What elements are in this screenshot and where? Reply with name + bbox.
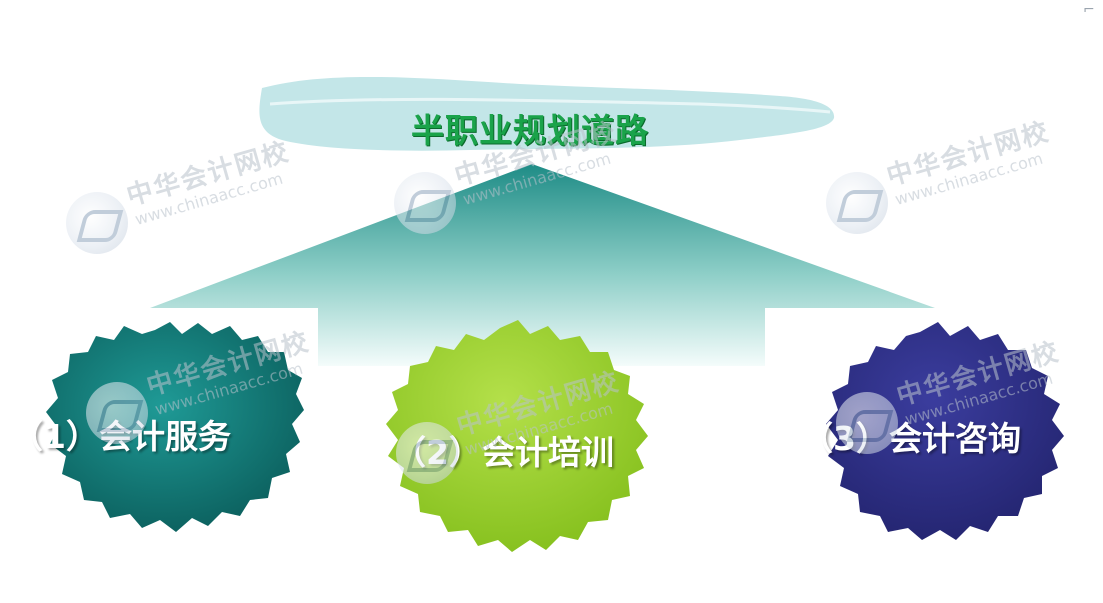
title-brush-streak xyxy=(269,97,831,114)
up-arrow-shape xyxy=(150,164,935,366)
chinaacc-logo-icon xyxy=(86,382,148,444)
watermark: 中华会计网校 www.chinaacc.com xyxy=(394,117,654,240)
watermark: 中华会计网校 www.chinaacc.com xyxy=(66,137,326,260)
watermark: 中华会计网校 www.chinaacc.com xyxy=(86,327,346,450)
blob-consulting xyxy=(826,322,1064,540)
blob-service xyxy=(46,322,304,532)
chinaacc-logo-icon xyxy=(396,422,458,484)
watermark: 中华会计网校 www.chinaacc.com xyxy=(826,117,1086,240)
diagram-title: 半职业规划道路 xyxy=(411,111,649,150)
chinaacc-logo-icon xyxy=(394,172,456,234)
chinaacc-logo-icon xyxy=(826,172,888,234)
title-brush-stroke xyxy=(259,76,835,151)
watermark: 中华会计网校 www.chinaacc.com xyxy=(836,337,1096,460)
corner-mark-icon: ⌐ xyxy=(1083,2,1095,18)
blob-training xyxy=(386,320,648,552)
chinaacc-logo-icon xyxy=(836,392,898,454)
watermark: 中华会计网校 www.chinaacc.com xyxy=(396,367,656,490)
chinaacc-logo-icon xyxy=(66,192,128,254)
